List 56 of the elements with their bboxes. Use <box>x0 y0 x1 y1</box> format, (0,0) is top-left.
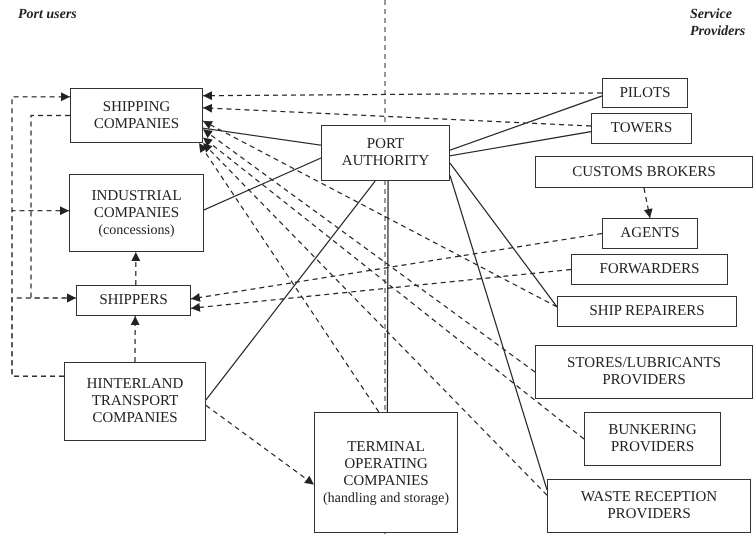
node-title: FORWARDERS <box>599 261 700 278</box>
node-box <box>314 412 458 533</box>
node-box <box>602 218 698 249</box>
node-box <box>76 285 191 316</box>
arrow <box>202 137 584 440</box>
node-title: PILOTS <box>620 84 670 102</box>
connector-line <box>204 157 322 210</box>
arrow <box>206 404 314 486</box>
connector-line <box>386 181 389 412</box>
arrow <box>198 142 380 412</box>
arrow <box>190 232 602 302</box>
node-box <box>547 479 751 533</box>
node-title: CUSTOMS BROKERS <box>572 164 716 180</box>
node-box <box>64 362 206 441</box>
connector-line <box>449 175 548 490</box>
node-box <box>557 296 737 327</box>
node-title: SHIP REPAIRERS <box>589 303 705 320</box>
connector-line <box>450 162 558 308</box>
node-title: INDUSTRIAL COMPANIES <box>90 188 182 222</box>
node-title: PORT AUTHORITY <box>340 136 430 170</box>
node-box <box>584 412 721 466</box>
arrow <box>202 120 558 308</box>
arrow <box>643 188 653 218</box>
node-title: AGENTS <box>620 225 680 242</box>
node-title: TOWERS <box>610 120 672 137</box>
node-title: STORES/LUBRICANTS PROVIDERS <box>566 355 722 389</box>
arrow <box>130 316 140 362</box>
arrow <box>131 252 140 285</box>
arrow <box>202 104 592 127</box>
connector-line <box>202 128 322 146</box>
connector-line <box>450 95 602 151</box>
side-heading: Service Providers <box>690 6 746 40</box>
arrow <box>202 142 548 496</box>
node-title: HINTERLAND TRANSPORT COMPANIES <box>86 376 184 427</box>
node-title: BUNKERING PROVIDERS <box>607 422 698 456</box>
node-box <box>602 78 688 108</box>
node-box <box>321 125 450 181</box>
connector-line <box>206 180 376 400</box>
node-note: (concessions) <box>98 222 175 238</box>
node-box <box>535 345 753 399</box>
arrow <box>203 91 602 100</box>
arrow <box>30 114 76 302</box>
node-box <box>70 88 203 143</box>
connector-line <box>450 131 592 156</box>
arrow <box>202 128 536 372</box>
node-title: SHIPPERS <box>99 292 168 309</box>
node-box <box>571 254 728 285</box>
node-box <box>535 156 753 188</box>
node-title: WASTE RECEPTION PROVIDERS <box>580 489 718 523</box>
arrow <box>190 268 572 312</box>
node-note: (handling and storage) <box>323 490 449 506</box>
node-box <box>69 174 204 252</box>
node-title: SHIPPING COMPANIES <box>92 98 180 132</box>
node-box <box>591 113 692 144</box>
side-heading: Port users <box>18 6 78 23</box>
node-title: TERMINAL OPERATING COMPANIES <box>342 438 430 490</box>
